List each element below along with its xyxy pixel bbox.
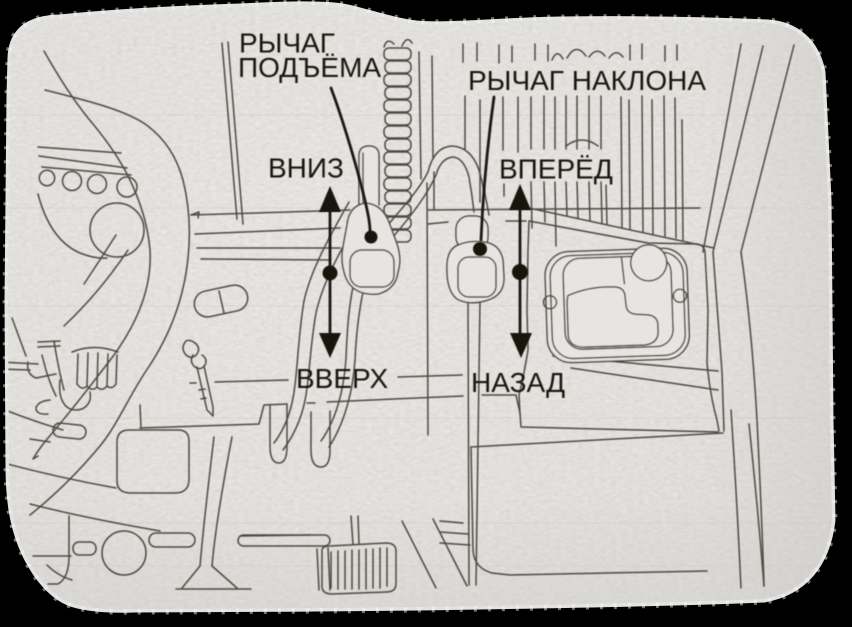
svg-text:РЫЧАГ НАКЛОНА: РЫЧАГ НАКЛОНА <box>468 65 706 96</box>
svg-text:ПОДЪЁМА: ПОДЪЁМА <box>238 52 381 83</box>
svg-text:ВВЕРХ: ВВЕРХ <box>296 363 388 394</box>
svg-text:НАЗАД: НАЗАД <box>471 367 565 398</box>
svg-text:ВНИЗ: ВНИЗ <box>268 153 344 184</box>
svg-text:ВПЕРЁД: ВПЕРЁД <box>499 154 613 185</box>
svg-text:РЫЧАГ: РЫЧАГ <box>239 28 335 59</box>
